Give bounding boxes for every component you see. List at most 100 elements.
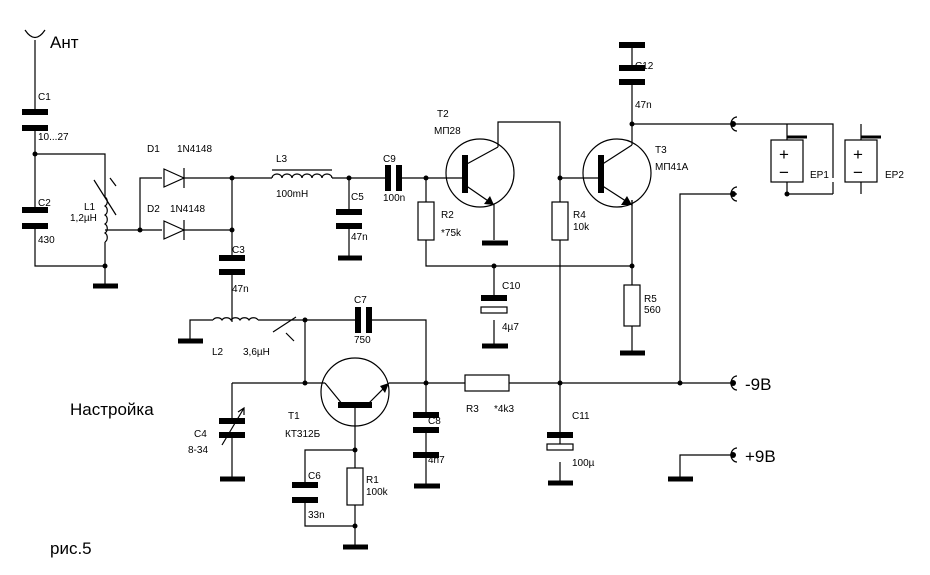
capacitor-c2 — [22, 207, 48, 229]
label-r1: R1 — [366, 475, 379, 486]
label-r3-val: *4k3 — [494, 404, 514, 415]
diodes — [163, 168, 186, 240]
capacitor-c5 — [336, 209, 362, 229]
label-c9: C9 — [383, 154, 396, 165]
label-c3: C3 — [232, 245, 245, 256]
label-c11: C11 — [572, 411, 590, 422]
label-c12-val: 47n — [635, 100, 652, 111]
capacitor-c4 — [219, 406, 245, 446]
label-r5-val: 560 — [644, 305, 661, 316]
capacitor-c12 — [619, 42, 645, 85]
label-c7: C7 — [354, 295, 367, 306]
label-ep2-minus: − — [853, 163, 863, 182]
label-c4: C4 — [194, 429, 207, 440]
label-t1: T1 — [288, 411, 300, 422]
label-ep1-plus: + — [779, 145, 789, 164]
figure-caption: рис.5 — [50, 539, 92, 558]
label-r1-val: 100k — [366, 487, 389, 498]
resistors — [346, 201, 641, 506]
capacitors — [22, 42, 645, 503]
capacitor-c8 — [413, 412, 439, 458]
capacitor-c3 — [219, 255, 245, 275]
label-l3-val: 100mH — [276, 189, 308, 200]
label-antenna: Ант — [50, 33, 79, 52]
jacks — [730, 116, 738, 463]
label-c11-val: 100µ — [572, 458, 595, 469]
capacitor-c9 — [385, 165, 402, 191]
earphone-ep2 — [844, 135, 881, 183]
label-c7-val: 750 — [354, 335, 371, 346]
label-d1-val: 1N4148 — [177, 144, 212, 155]
resistor-r5 — [623, 284, 641, 327]
label-tuning: Настройка — [70, 400, 154, 419]
resistor-r4 — [551, 201, 569, 241]
label-c6-val: 33n — [308, 510, 325, 521]
resistor-r1 — [346, 467, 364, 506]
label-l3: L3 — [276, 154, 288, 165]
label-l2: L2 — [212, 347, 224, 358]
resistor-r3 — [464, 374, 510, 392]
label-c8: C8 — [428, 416, 441, 427]
capacitor-c10 — [480, 295, 508, 314]
inductor-l2 — [212, 317, 259, 322]
label-c2-val: 430 — [38, 235, 55, 246]
label-r2: R2 — [441, 210, 454, 221]
label-c5: C5 — [351, 192, 364, 203]
label-c2: C2 — [38, 198, 51, 209]
label-c9-val: 100n — [383, 193, 405, 204]
label-c5-val: 47n — [351, 232, 368, 243]
label-r5: R5 — [644, 294, 657, 305]
capacitor-c6 — [292, 482, 318, 503]
label-minus9v: -9B — [745, 375, 771, 394]
label-ep1: EP1 — [810, 170, 829, 181]
inductor-l1 — [103, 196, 108, 243]
label-t2: T2 — [437, 109, 449, 120]
label-t3: T3 — [655, 145, 667, 156]
label-plus9v: +9B — [745, 447, 776, 466]
inductor-l3 — [271, 173, 333, 179]
label-r4: R4 — [573, 210, 586, 221]
label-d2: D2 — [147, 204, 160, 215]
label-ep1-minus: − — [779, 163, 789, 182]
label-c1: C1 — [38, 92, 51, 103]
label-c4-val: 8-34 — [188, 445, 208, 456]
label-l1: L1 — [84, 202, 96, 213]
transistor-t1 — [320, 357, 390, 427]
label-ep2-plus: + — [853, 145, 863, 164]
label-r4-val: 10k — [573, 222, 590, 233]
label-c12: C12 — [635, 61, 654, 72]
label-l1-val: 1,2µH — [70, 213, 97, 224]
label-ep2: EP2 — [885, 170, 904, 181]
earphone-ep1 — [770, 135, 807, 183]
ground-symbols — [93, 240, 693, 550]
label-l2-val: 3,6µH — [243, 347, 270, 358]
label-c6: C6 — [308, 471, 321, 482]
transistor-t3 — [582, 138, 652, 208]
label-c1-val: 10...27 — [38, 132, 69, 143]
antenna-symbol — [24, 29, 46, 39]
label-c8-val: 4n7 — [428, 455, 445, 466]
capacitor-c7 — [355, 307, 372, 333]
label-t1-val: КТ312Б — [285, 429, 321, 440]
diode-d2 — [163, 220, 186, 240]
label-r2-val: *75k — [441, 228, 462, 239]
label-c3-val: 47n — [232, 284, 249, 295]
junctions — [32, 121, 790, 529]
label-c10-val: 4µ7 — [502, 322, 519, 333]
transistor-t2 — [445, 138, 515, 240]
label-d2-val: 1N4148 — [170, 204, 205, 215]
capacitor-c11 — [546, 432, 574, 451]
label-c10: C10 — [502, 281, 521, 292]
resistor-r2 — [417, 201, 435, 241]
label-d1: D1 — [147, 144, 160, 155]
label-t3-val: МП41А — [655, 162, 689, 173]
label-t2-val: МП28 — [434, 126, 461, 137]
wires — [34, 40, 862, 546]
diode-d1 — [163, 168, 186, 188]
label-r3: R3 — [466, 404, 479, 415]
inductors — [93, 169, 333, 342]
text-labels: Ант C1 10...27 C2 430 L1 1,2µH D1 1N4148… — [38, 33, 904, 558]
capacitor-c1 — [22, 109, 48, 131]
